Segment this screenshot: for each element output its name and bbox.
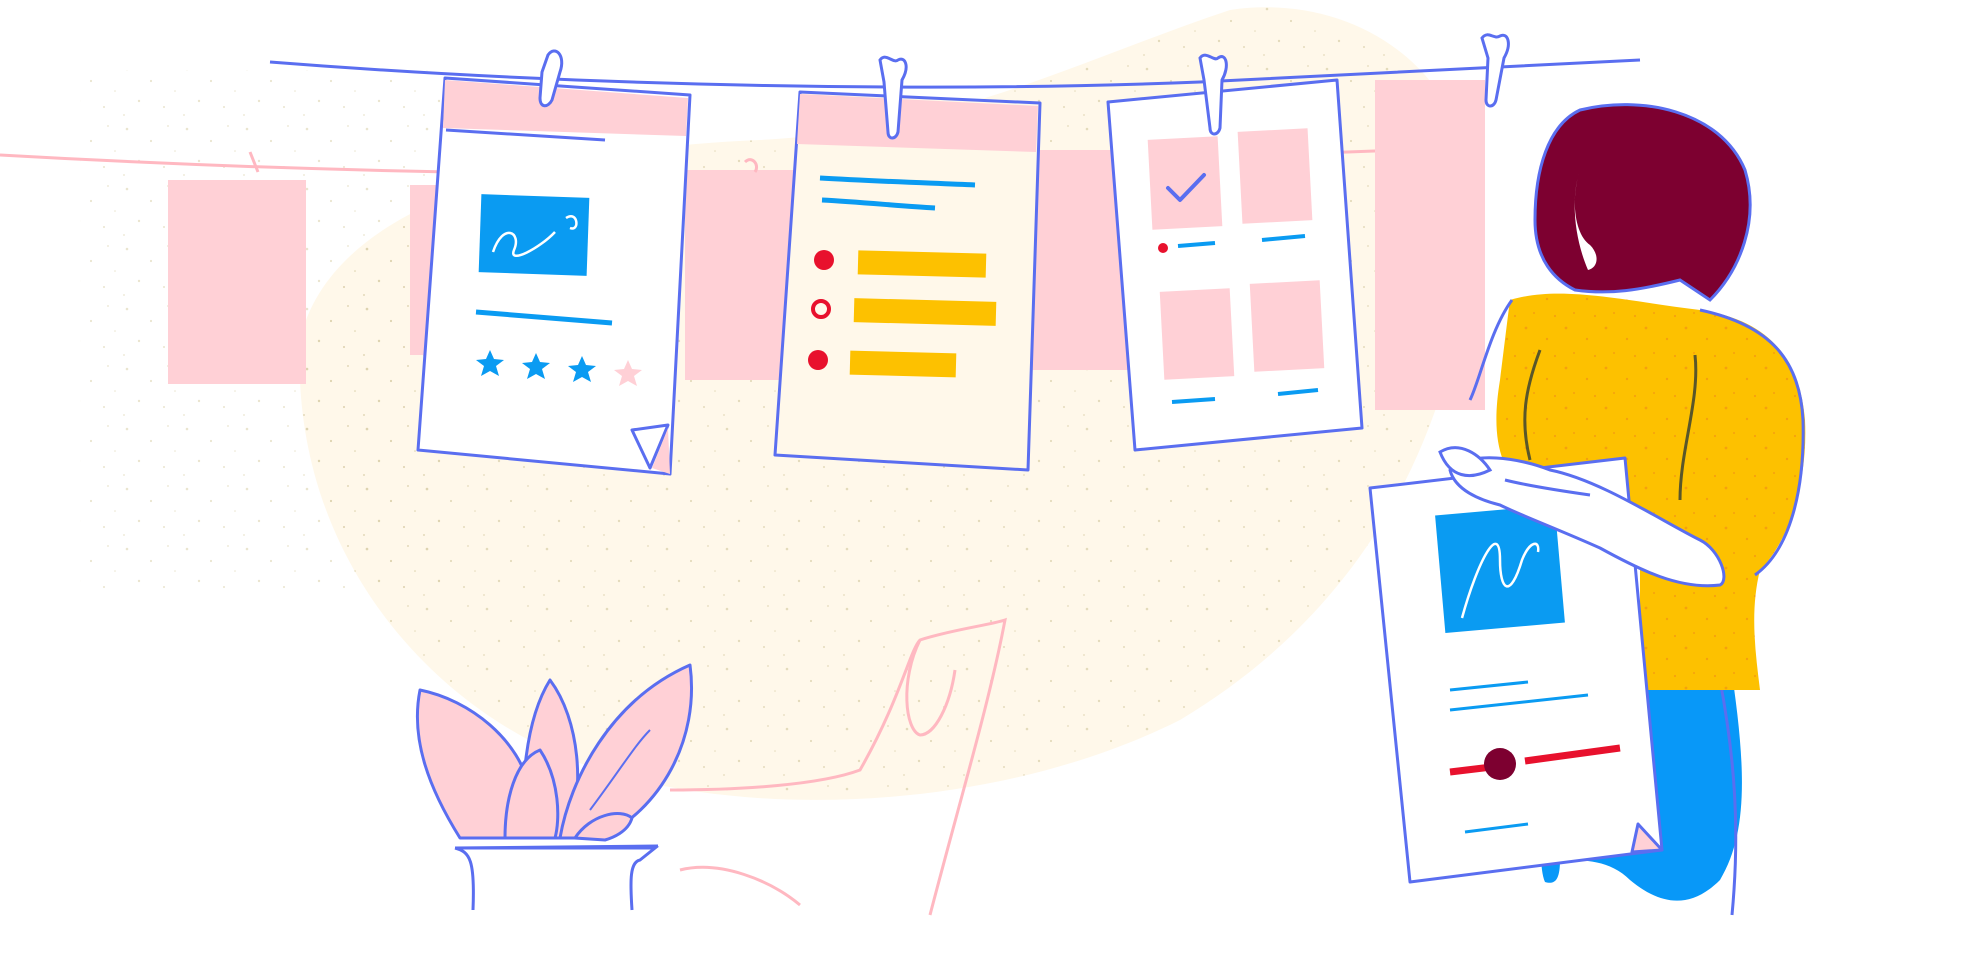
- document-checklist: [773, 55, 1042, 472]
- document-signature: [416, 49, 692, 476]
- pink-paper-5: [1375, 80, 1485, 410]
- person-holding-document: [1368, 103, 1806, 916]
- clothesline: [269, 58, 1641, 89]
- pink-paper-1: [168, 180, 306, 384]
- bullet-icon: [811, 299, 831, 319]
- bullet-icon: [814, 250, 834, 270]
- bullet-icon: [808, 350, 828, 370]
- clothespin-icon: [1198, 53, 1228, 136]
- star-icon: [614, 360, 642, 386]
- star-rating: [476, 350, 642, 386]
- clothespin-icon: [1480, 33, 1510, 108]
- document-grid: [1106, 53, 1364, 452]
- image-placeholder: [478, 194, 590, 276]
- clothespin-icon: [538, 49, 564, 108]
- chair-outline: [669, 617, 1007, 916]
- house-plant: [415, 663, 693, 911]
- star-icon: [568, 356, 596, 382]
- clothespin-icon: [878, 55, 908, 140]
- checkmark-icon: [1166, 173, 1206, 202]
- star-icon: [476, 350, 504, 376]
- hair: [1533, 103, 1752, 302]
- star-icon: [522, 353, 550, 379]
